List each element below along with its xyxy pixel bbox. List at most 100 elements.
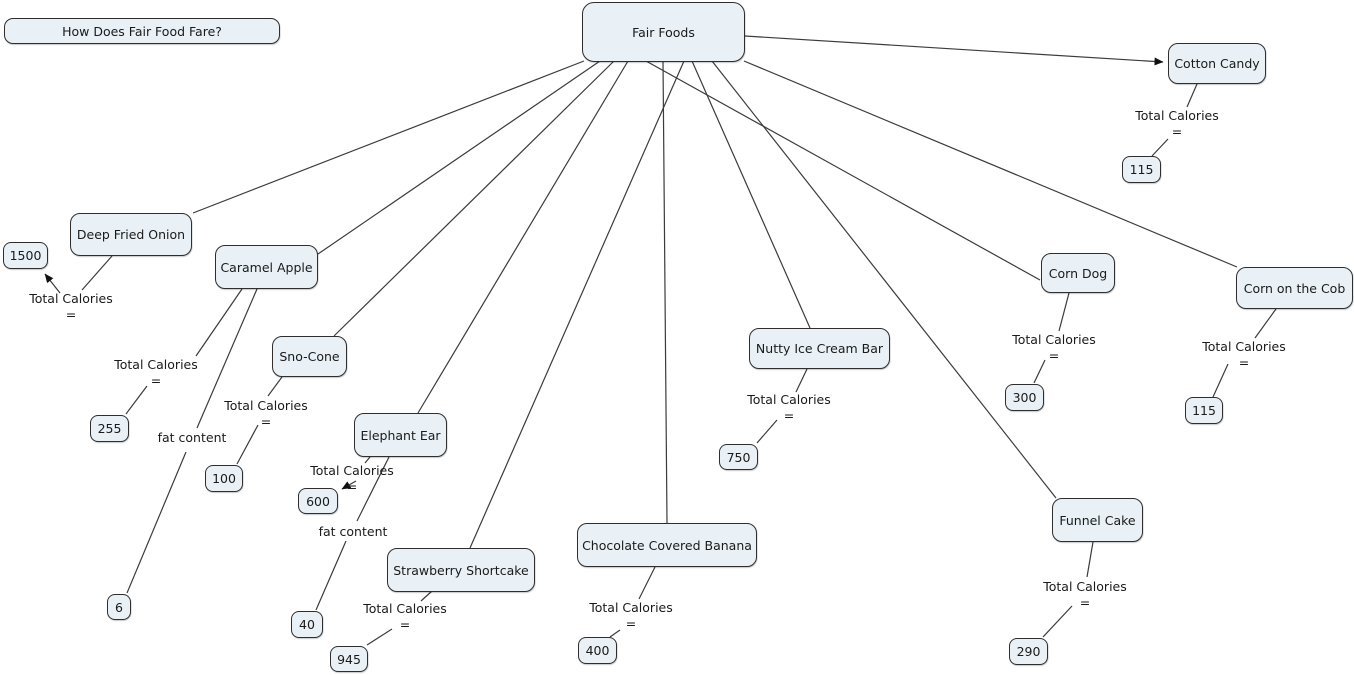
relation-text: Total Calories [1043,579,1127,594]
relation-label-caramel-apple-fat[interactable]: fat content [157,430,227,445]
relation-label-elephant-ear-calories[interactable]: Total Calories = [309,464,395,493]
link-chocolate-covered-banana-relation [638,566,656,600]
equals-sign: = [65,307,77,322]
link-fair-foods-deep-fried-onion [192,60,585,214]
concept-node-sno-cone[interactable]: Sno-Cone [272,336,347,377]
link-fat-relation-elephant-ear-value [315,540,347,611]
link-funnel-cake-relation [1086,541,1094,578]
relation-label-deep-fried-onion-calories[interactable]: Total Calories = [28,292,114,321]
link-relation-nutty-ice-cream-bar-value [756,419,778,444]
link-fair-foods-corn-dog [645,60,1041,281]
relation-text: Total Calories [224,398,308,413]
node-label: Corn Dog [1048,265,1108,281]
relation-text: Total Calories [747,392,831,407]
link-corn-on-the-cob-relation [1254,308,1277,339]
link-strawberry-shortcake-relation [420,590,433,602]
relation-text: Total Calories [1135,108,1219,123]
relation-label-chocolate-covered-banana-calories[interactable]: Total Calories = [588,601,674,630]
relation-label-corn-on-the-cob-calories[interactable]: Total Calories = [1201,340,1287,369]
map-title-text: How Does Fair Food Fare? [62,23,222,39]
equals-sign: = [260,414,272,429]
link-fair-foods-corn-on-the-cob [743,60,1238,268]
link-fair-foods-cotton-candy-arrow [744,35,1164,66]
concept-node-elephant-ear[interactable]: Elephant Ear [354,413,447,457]
value-node-caramel-apple-calories[interactable]: 255 [90,415,129,442]
link-fair-foods-elephant-ear [417,60,629,414]
link-fair-foods-chocolate-covered-banana [662,60,668,524]
relation-label-caramel-apple-calories[interactable]: Total Calories = [113,358,199,387]
node-label: Nutty Ice Cream Bar [755,341,884,356]
equals-sign: = [1079,595,1091,610]
value-node-elephant-ear-fat[interactable]: 40 [291,611,323,638]
relation-text: fat content [318,524,388,539]
link-cotton-candy-relation [1186,83,1198,108]
concept-node-strawberry-shortcake[interactable]: Strawberry Shortcake [387,548,535,592]
link-relation-caramel-apple-value [125,385,148,415]
concept-node-cotton-candy[interactable]: Cotton Candy [1168,43,1266,84]
relation-label-strawberry-shortcake-calories[interactable]: Total Calories = [362,602,448,631]
relation-label-cotton-candy-calories[interactable]: Total Calories = [1134,109,1220,138]
concept-node-fair-foods[interactable]: Fair Foods [582,2,745,62]
equals-sign: = [1171,124,1183,139]
relation-label-sno-cone-calories[interactable]: Total Calories = [223,399,309,428]
relation-text: Total Calories [310,463,394,478]
link-fair-foods-strawberry-shortcake [469,60,685,549]
concept-node-chocolate-covered-banana[interactable]: Chocolate Covered Banana [577,523,757,567]
link-caramel-apple-relation [195,288,243,357]
equals-sign: = [1238,355,1250,370]
node-label: Cotton Candy [1174,56,1260,71]
concept-node-caramel-apple[interactable]: Caramel Apple [215,245,318,289]
equals-sign: = [1048,348,1060,363]
link-relation-elephant-ear-value-arrow [341,480,357,490]
relation-text: Total Calories [589,600,673,615]
link-relation-chocolate-covered-banana-value [609,629,621,638]
relation-label-corn-dog-calories[interactable]: Total Calories = [1011,333,1097,362]
value-node-strawberry-shortcake-calories[interactable]: 945 [330,646,368,672]
link-nutty-ice-cream-bar-relation [795,368,808,393]
concept-node-corn-on-the-cob[interactable]: Corn on the Cob [1236,267,1353,309]
value-node-cotton-candy-calories[interactable]: 115 [1122,156,1161,183]
relation-text: Total Calories [363,601,447,616]
concept-node-nutty-ice-cream-bar[interactable]: Nutty Ice Cream Bar [749,328,890,369]
map-title-node[interactable]: How Does Fair Food Fare? [4,18,280,44]
value-node-chocolate-covered-banana-calories[interactable]: 400 [578,637,617,664]
node-label: Fair Foods [632,24,695,40]
node-label: Corn on the Cob [1243,280,1346,296]
value-node-elephant-ear-calories[interactable]: 600 [298,488,338,514]
relation-text: Total Calories [1202,339,1286,354]
node-label: Chocolate Covered Banana [582,537,752,553]
link-sno-cone-relation [267,376,283,397]
link-relation-corn-dog-value [1033,359,1046,384]
concept-node-corn-dog[interactable]: Corn Dog [1041,253,1115,293]
relation-label-elephant-ear-fat[interactable]: fat content [318,524,388,539]
link-fair-foods-nutty-ice-cream-bar [691,60,811,329]
equals-sign: = [150,373,162,388]
link-relation-strawberry-shortcake-value [366,628,393,646]
link-fair-foods-funnel-cake [711,60,1057,499]
value-node-deep-fried-onion-calories[interactable]: 1500 [3,242,48,269]
relation-label-nutty-ice-cream-bar-calories[interactable]: Total Calories = [746,393,832,422]
node-label: Caramel Apple [220,259,313,275]
value-node-nutty-ice-cream-bar-calories[interactable]: 750 [719,444,758,470]
link-caramel-apple-fat-relation [196,288,258,429]
value-node-caramel-apple-fat[interactable]: 6 [107,594,131,620]
equals-sign: = [346,479,358,494]
link-relation-funnel-cake-value [1042,605,1073,638]
concept-node-funnel-cake[interactable]: Funnel Cake [1052,498,1143,542]
link-relation-corn-on-the-cob-value [1212,363,1229,398]
relation-text: Total Calories [114,357,198,372]
link-fair-foods-sno-cone [333,60,615,337]
relation-label-funnel-cake-calories[interactable]: Total Calories = [1042,580,1128,609]
value-node-funnel-cake-calories[interactable]: 290 [1009,638,1048,665]
concept-node-deep-fried-onion[interactable]: Deep Fried Onion [70,213,192,256]
equals-sign: = [783,408,795,423]
relation-text: Total Calories [1012,332,1096,347]
value-node-sno-cone-calories[interactable]: 100 [205,465,243,492]
value-node-corn-dog-calories[interactable]: 300 [1005,384,1044,411]
node-label: Sno-Cone [279,349,340,364]
link-fat-relation-caramel-apple-value [126,451,187,594]
value-node-corn-on-the-cob-calories[interactable]: 115 [1185,397,1223,424]
link-relation-cotton-candy-value [1151,138,1169,157]
